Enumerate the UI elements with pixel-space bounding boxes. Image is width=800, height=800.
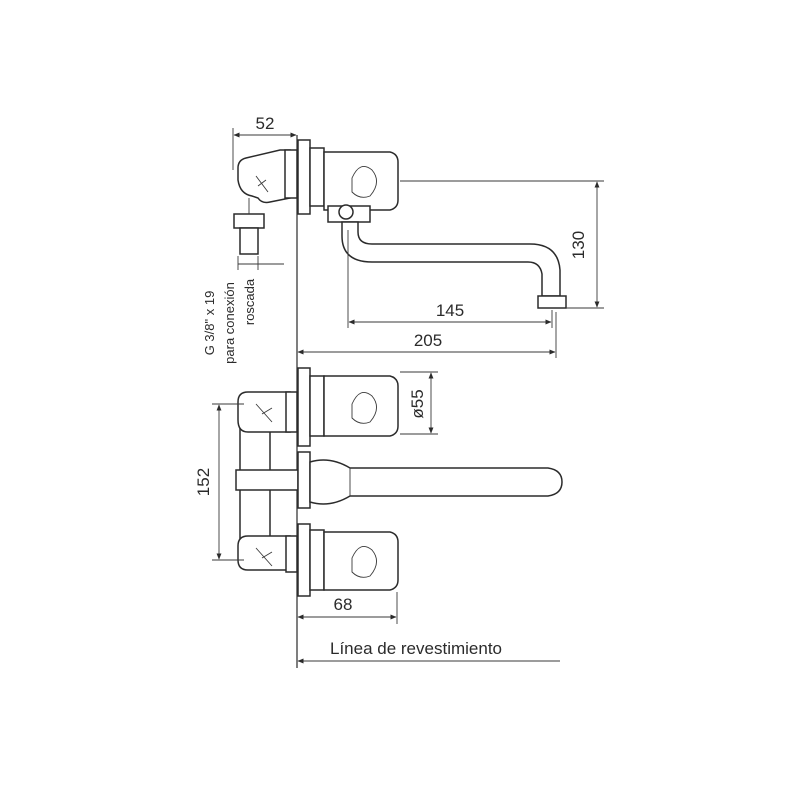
swan-spout bbox=[341, 221, 561, 297]
dim-center-distance: 152 bbox=[194, 403, 244, 561]
dim-connector-depth: 52 bbox=[232, 114, 297, 170]
hex-nut bbox=[233, 213, 265, 229]
thread-note-line1: G 3/8" x 19 bbox=[202, 291, 217, 356]
dim-handle-depth: 68 bbox=[297, 592, 398, 624]
dim-label-145: 145 bbox=[436, 301, 464, 320]
elbow-connector bbox=[237, 149, 291, 204]
thread-note: G 3/8" x 19 para conexión roscada bbox=[202, 256, 284, 364]
bottom-faucet-elevation bbox=[235, 367, 563, 597]
lower-elbow bbox=[237, 535, 291, 571]
thread-note-line2: para conexión bbox=[222, 282, 237, 364]
straight-spout bbox=[309, 459, 563, 505]
dim-label-205: 205 bbox=[414, 331, 442, 350]
dim-handle-diameter: ø55 bbox=[400, 371, 438, 435]
dim-label-152: 152 bbox=[194, 468, 213, 496]
aerator bbox=[537, 295, 567, 309]
dim-label-130: 130 bbox=[569, 231, 588, 259]
dim-label-55: ø55 bbox=[408, 389, 427, 418]
wall-line-label: Línea de revestimiento bbox=[330, 639, 502, 658]
spout-connector bbox=[235, 469, 299, 491]
dim-label-52: 52 bbox=[256, 114, 275, 133]
flange bbox=[297, 139, 311, 215]
dim-spout-reach: 145 bbox=[347, 230, 553, 328]
spout-flange bbox=[297, 451, 311, 509]
wall-line-callout: Línea de revestimiento bbox=[297, 639, 560, 664]
dim-total-reach: 205 bbox=[297, 312, 557, 358]
top-faucet-elevation bbox=[233, 139, 567, 309]
upper-handle bbox=[323, 375, 399, 437]
upper-elbow bbox=[237, 391, 291, 433]
threaded-stem bbox=[239, 227, 259, 255]
upper-flange bbox=[297, 367, 311, 447]
dim-spout-height: 130 bbox=[400, 180, 604, 309]
thread-note-line3: roscada bbox=[242, 278, 257, 325]
lower-handle bbox=[323, 531, 399, 591]
handle-top bbox=[323, 151, 399, 211]
lower-flange bbox=[297, 523, 311, 597]
dim-label-68: 68 bbox=[334, 595, 353, 614]
